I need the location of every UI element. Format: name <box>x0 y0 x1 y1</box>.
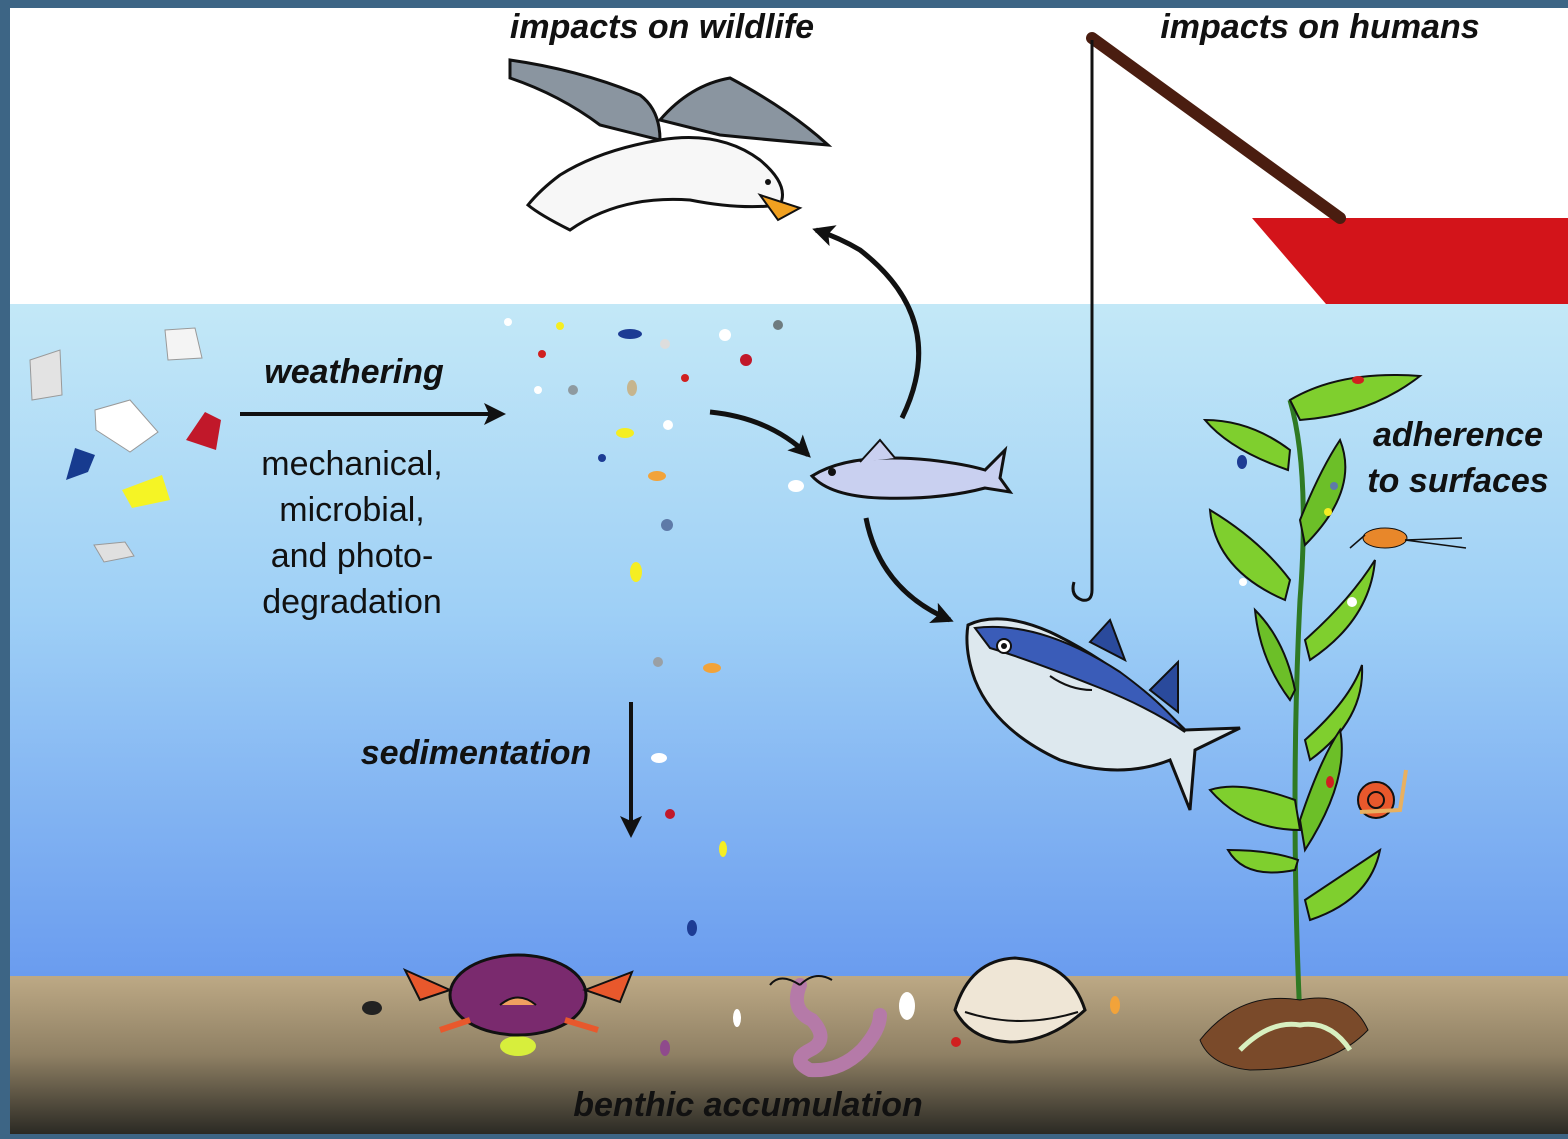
label-impacts-on-humans: impacts on humans <box>1160 8 1479 46</box>
degradation-line: microbial, <box>279 491 424 529</box>
label-benthic-accumulation: benthic accumulation <box>573 1086 923 1124</box>
label-impacts-on-wildlife: impacts on wildlife <box>510 8 814 46</box>
adherence-line: to surfaces <box>1367 462 1548 500</box>
adherence-line: adherence <box>1373 416 1543 454</box>
degradation-line: mechanical, <box>261 445 442 483</box>
label-weathering: weathering <box>264 353 444 391</box>
label-sedimentation: sedimentation <box>361 734 591 772</box>
degradation-line: degradation <box>262 583 442 621</box>
degradation-line: and photo- <box>271 537 434 575</box>
